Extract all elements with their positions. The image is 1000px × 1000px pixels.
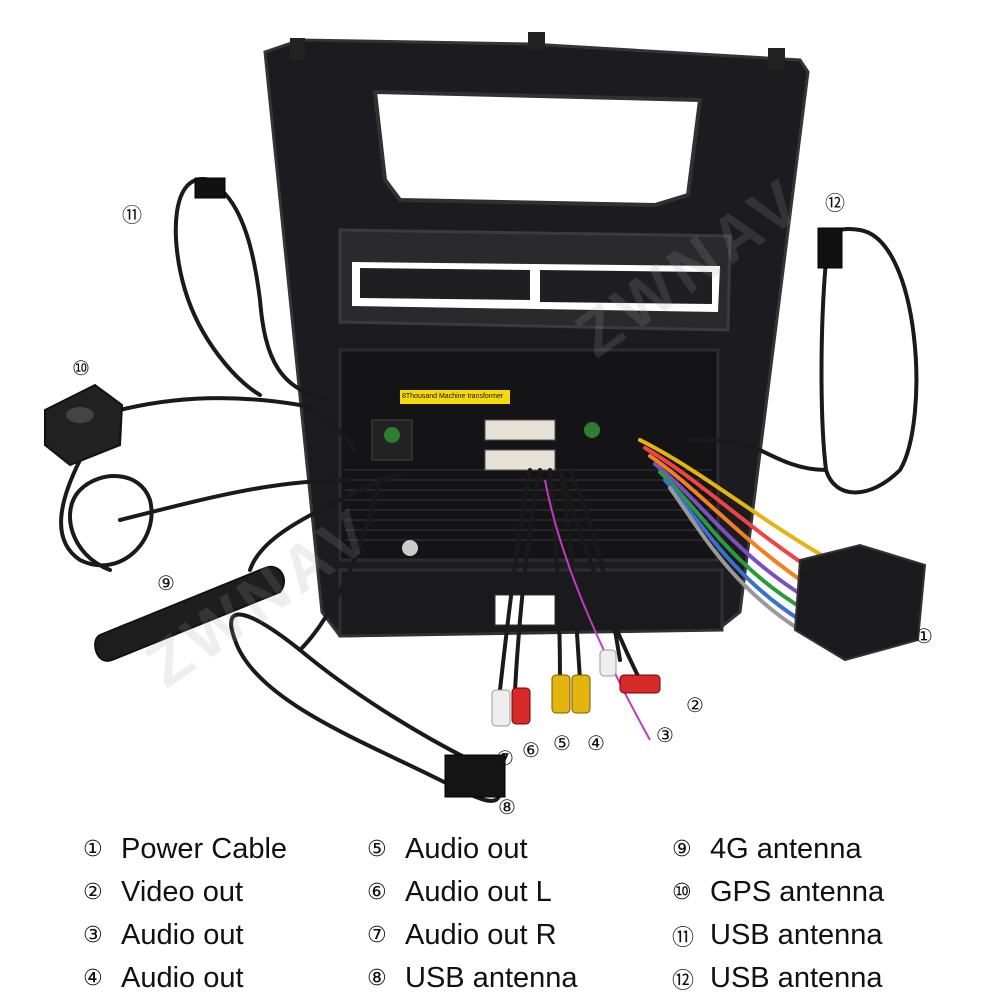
legend-item: ④ Audio out [83,957,287,1000]
legend-label: Power Cable [121,833,288,865]
callout-10: ⑩ [72,356,90,380]
callout-9: ⑨ [157,571,175,595]
power-connector [793,543,927,662]
callout-4: ④ [587,731,605,755]
legend-label: Audio out L [405,876,552,908]
legend-item: ⑨ 4G antenna [672,828,884,871]
legend-number: ① [83,837,103,862]
legend-label: Audio out R [405,919,557,951]
rca-plugs [491,649,661,727]
legend-item: ⑥ Audio out L [367,871,578,914]
legend-item: ① Power Cable [83,828,287,871]
legend-item: ③ Audio out [83,914,287,957]
legend-number: ⑥ [367,880,387,905]
legend-item: ⑧ USB antenna [367,957,578,1000]
callout-1: ① [915,624,933,648]
legend-number: ⑪ [672,925,695,951]
callout-11: ⑪ [122,203,142,227]
legend-label: Audio out [121,919,244,951]
callout-12: ⑫ [825,191,845,215]
4g-antenna [94,565,285,662]
gps-antenna [44,383,124,467]
legend: ① Power Cable ② Video out ③ Audio out ④ Audi… [0,828,1000,1000]
legend-column-2: ⑤ Audio out ⑥ Audio out L ⑦ Audio out R ⑧ US… [367,828,578,1000]
callout-7: ⑦ [496,746,514,770]
legend-label: USB antenna [405,962,578,994]
usb-connector-8 [444,754,506,798]
legend-label: Audio out [405,833,528,865]
legend-label: USB antenna [710,962,883,994]
legend-number: ⑩ [672,880,692,905]
sticker-label: 8Thousand Machine transformer [402,393,504,400]
legend-number: ② [83,880,103,905]
legend-item: ⑦ Audio out R [367,914,578,957]
pink-wire [544,479,651,741]
legend-item: ⑩ GPS antenna [672,871,884,914]
legend-label: 4G antenna [710,833,862,865]
legend-label: GPS antenna [710,876,885,908]
callout-2: ② [686,693,704,717]
legend-item: ⑪ USB antenna [672,914,884,957]
legend-label: USB antenna [710,919,883,951]
legend-label: Audio out [121,962,244,994]
legend-number: ④ [83,966,103,991]
legend-number: ⑤ [367,837,387,862]
legend-number: ⑧ [367,966,387,991]
legend-item: ② Video out [83,871,287,914]
legend-column-1: ① Power Cable ② Video out ③ Audio out ④ Audi… [83,828,287,1000]
callout-6: ⑥ [522,738,540,762]
usb-connector-12 [817,227,843,269]
legend-number: ③ [83,923,103,948]
legend-number: ⑦ [367,923,387,948]
product-photo [44,32,927,803]
legend-item: ⑫ USB antenna [672,957,884,1000]
callout-3: ③ [656,723,674,747]
legend-number: ⑨ [672,837,692,862]
legend-item: ⑤ Audio out [367,828,578,871]
usb-connector-11 [194,177,226,199]
legend-label: Video out [121,876,244,908]
callout-8: ⑧ [498,795,516,819]
legend-number: ⑫ [672,968,695,994]
callout-5: ⑤ [553,731,571,755]
power-harness [638,438,832,632]
